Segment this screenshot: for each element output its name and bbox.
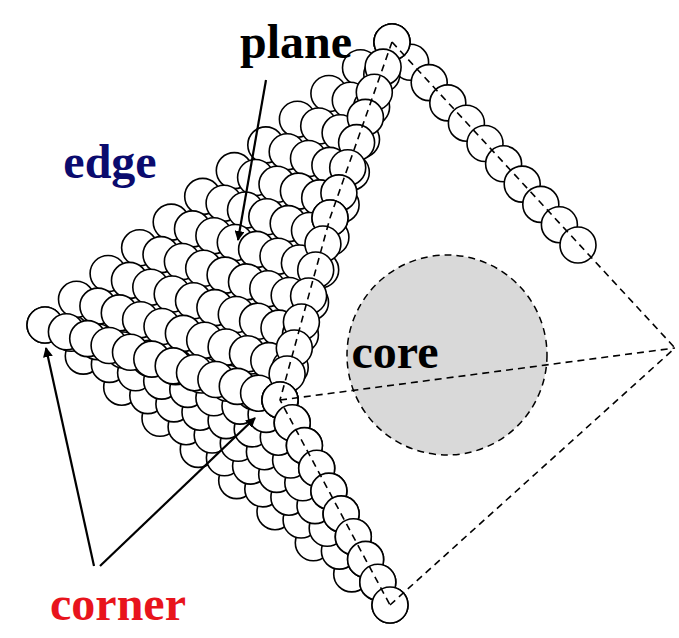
leader-arrows [46, 80, 266, 566]
corner-label: corner [50, 580, 186, 628]
atom-lattice [27, 24, 596, 623]
plane-label: plane [240, 18, 352, 66]
core-region: core [346, 254, 548, 456]
edge-label: edge [63, 138, 156, 186]
guide-lines [280, 42, 675, 605]
region-label: core [351, 328, 438, 376]
